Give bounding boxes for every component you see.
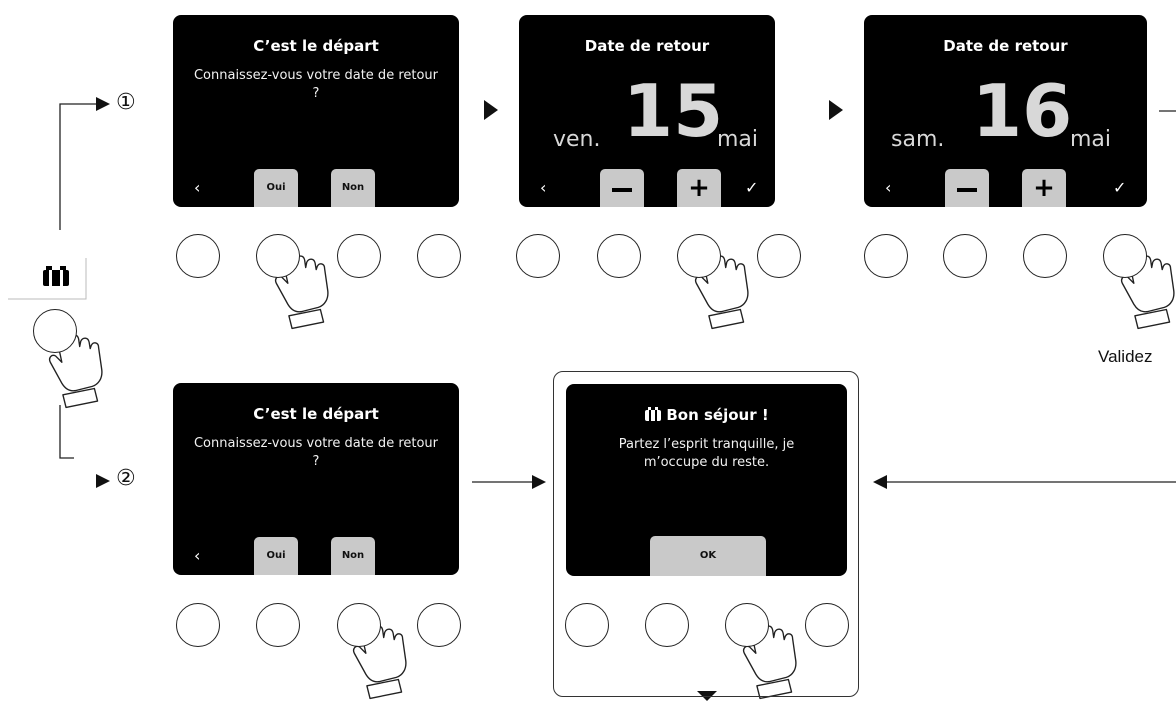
screen-title: Date de retour <box>943 37 1068 55</box>
physical-button[interactable] <box>256 603 300 647</box>
suitcase-icon <box>41 262 71 288</box>
physical-button[interactable] <box>516 234 560 278</box>
screen-departure-bottom: C’est le départ Connaissez-vous votre da… <box>173 383 459 575</box>
screen-text: Connaissez-vous votre date de retour ? <box>193 436 439 469</box>
date-number: 16 <box>972 69 1073 153</box>
month-label: mai <box>1070 127 1112 152</box>
minus-icon <box>957 188 977 192</box>
suitcase-icon <box>645 407 662 421</box>
non-button[interactable]: Non <box>331 537 375 575</box>
day-label: sam. <box>891 127 945 152</box>
chevron-left-icon[interactable]: ‹ <box>885 178 892 197</box>
physical-button[interactable] <box>417 603 461 647</box>
plus-icon: + <box>1033 173 1055 203</box>
oui-button[interactable]: Oui <box>254 169 298 207</box>
minus-icon <box>612 188 632 192</box>
physical-button[interactable] <box>597 234 641 278</box>
physical-button[interactable] <box>337 603 381 647</box>
plus-button[interactable]: + <box>1022 169 1066 207</box>
physical-button[interactable] <box>943 234 987 278</box>
physical-button[interactable] <box>645 603 689 647</box>
screen-title: C’est le départ <box>253 37 379 55</box>
screen-text: Connaissez-vous votre date de retour ? <box>193 68 439 101</box>
checkmark-icon[interactable]: ✓ <box>1113 178 1127 197</box>
screen-title: Date de retour <box>584 37 710 55</box>
plus-button[interactable]: + <box>677 169 721 207</box>
screen-title-row: Bon séjour ! <box>566 406 847 424</box>
day-label: ven. <box>553 127 601 152</box>
screen-final: Bon séjour ! Partez l’esprit tranquille,… <box>566 384 847 576</box>
physical-button[interactable] <box>565 603 609 647</box>
date-number: 15 <box>623 69 724 153</box>
minus-button[interactable] <box>945 169 989 207</box>
chevron-left-icon[interactable]: ‹ <box>194 178 201 197</box>
physical-button[interactable] <box>1103 234 1147 278</box>
screen-date-16: Date de retour sam. 16 mai ‹ + ✓ <box>864 15 1147 207</box>
screen-text: Partez l’esprit tranquille, je m’occupe … <box>618 437 795 470</box>
month-label: mai <box>717 127 759 152</box>
device-frame <box>553 371 859 697</box>
oui-button[interactable]: Oui <box>254 537 298 575</box>
physical-button[interactable] <box>677 234 721 278</box>
physical-button[interactable] <box>1023 234 1067 278</box>
chevron-left-icon[interactable]: ‹ <box>540 178 547 197</box>
suitcase-button[interactable] <box>33 309 77 353</box>
plus-icon: + <box>688 173 710 203</box>
physical-button[interactable] <box>725 603 769 647</box>
screen-title: C’est le départ <box>253 405 379 423</box>
minus-button[interactable] <box>600 169 644 207</box>
validate-label: Validez <box>1098 347 1153 366</box>
chevron-left-icon[interactable]: ‹ <box>194 546 201 565</box>
physical-button[interactable] <box>256 234 300 278</box>
physical-button[interactable] <box>757 234 801 278</box>
physical-button[interactable] <box>337 234 381 278</box>
screen-date-15: Date de retour ven. 15 mai ‹ + ✓ <box>519 15 775 207</box>
physical-button[interactable] <box>176 603 220 647</box>
screen-departure-top: C’est le départ Connaissez-vous votre da… <box>173 15 459 207</box>
physical-button[interactable] <box>864 234 908 278</box>
step-two-label: ② <box>116 466 136 491</box>
step-one-label: ① <box>116 90 136 115</box>
non-button[interactable]: Non <box>331 169 375 207</box>
ok-button[interactable]: OK <box>650 536 766 576</box>
screen-title: Bon séjour ! <box>666 406 769 424</box>
physical-button[interactable] <box>805 603 849 647</box>
physical-button[interactable] <box>417 234 461 278</box>
physical-button[interactable] <box>176 234 220 278</box>
checkmark-icon[interactable]: ✓ <box>745 178 759 197</box>
